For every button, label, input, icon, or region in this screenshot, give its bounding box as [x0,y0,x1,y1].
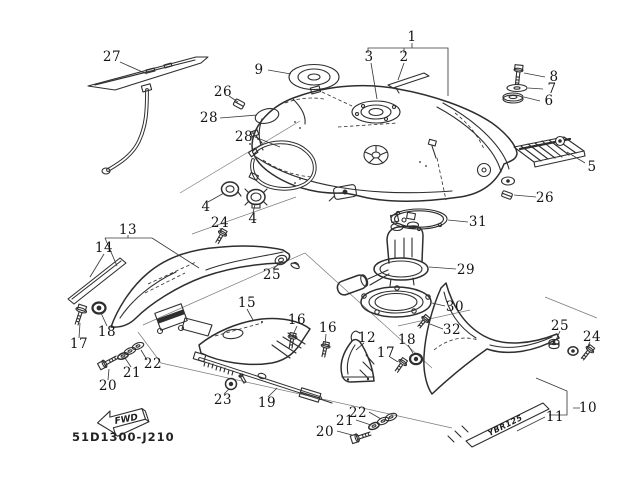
part-17-bolt-right [394,356,409,373]
part-number-label: 21 [335,413,355,429]
leader-lines [78,43,591,436]
part-number-label: 28 [234,129,254,145]
part-number-label: 20 [98,378,118,394]
part-4-damper-b [244,188,268,209]
group-frame-lines [137,120,598,429]
part-2-stay [387,72,430,94]
part-number-label: 18 [397,332,417,348]
part-4-damper-a [220,181,242,197]
part-26-clip-right [501,190,513,200]
part-number-label: 14 [94,240,114,256]
part-number-label: 26 [213,84,233,100]
part-number-label: 21 [122,365,142,381]
part-12-bracket [340,330,375,383]
part-14-strip [67,257,127,305]
tank-sender-detail [427,138,447,201]
part-27-bracket-tube [87,56,209,175]
part-16-bolt-b [320,340,331,358]
part-number-label: 3 [364,49,374,65]
fwd-arrow: FWD [96,408,150,437]
part-number-label: 32 [442,322,462,338]
part-number-label: 2 [399,49,409,65]
part-30-retainer-ring [360,285,432,318]
part-number-label: 22 [348,405,368,421]
part-5-rubber-pad [513,135,586,168]
emblem-text: YBR125 [486,413,524,438]
part-number-label: 31 [468,214,488,230]
part-number-label: 15 [237,295,257,311]
part-number-label: 13 [118,222,138,238]
part-32-bolt [417,313,431,329]
part-26-clip-top [232,98,246,110]
part-number-label: 24 [210,215,230,231]
part-25-clamp [274,254,300,270]
part-number-label: 4 [201,199,211,215]
part-15-panel [198,317,311,366]
part-number-label: 26 [535,190,555,206]
part-8-bolt [513,64,524,85]
part-13-side-cover-left [110,245,291,337]
part-9-fuel-cap [288,63,340,95]
part-23-grommet [224,373,247,391]
part-number-label: 16 [318,320,338,336]
part-21-washer-bottom [368,421,380,431]
part-number-label: 25 [550,318,570,334]
part-28-hose [248,129,317,191]
part-10-side-cover-right [423,282,560,443]
part-number-label: 30 [445,299,465,315]
right-cover-grommet [567,346,579,356]
part-number-label: 12 [357,330,377,346]
part-24-bolt-right [580,344,596,361]
part-number-label: 16 [287,312,307,328]
part-number-label: 29 [456,262,476,278]
part-25-nut-right [548,338,560,350]
part-16-bolt-a [287,332,298,349]
part-7-washer [506,83,528,93]
part-28-grommet [254,108,280,124]
part-number-label: 7 [547,81,557,97]
part-number-label: 10 [578,400,598,416]
part-number-label: 20 [315,424,335,440]
part-17-bolt-left [74,303,88,326]
diagram-code: 51D1300-J210 [72,430,175,444]
part-29-fuel-pump [336,211,429,296]
part-18-grommet-left [91,301,107,315]
part-22-washers-left [123,341,145,356]
part-number-label: 5 [587,159,597,175]
part-number-label: 11 [545,409,565,425]
part-number-label: 17 [69,336,89,352]
part-number-label: 19 [257,395,277,411]
part-19-stay-rod [192,351,333,404]
tank-rosette [363,144,389,166]
part-11-emblem: YBR125 [465,402,550,448]
fuel-tank [249,84,518,202]
part-number-label: 28 [199,110,219,126]
part-number-label: 22 [143,356,163,372]
part-number-label: 8 [549,69,559,85]
part-number-label: 4 [248,211,258,227]
part-number-label: 6 [544,93,554,109]
part-number-label: 1 [407,29,417,45]
part-number-label: 9 [254,62,264,78]
part-number-label: 18 [97,324,117,340]
tank-spot-welds [249,121,427,184]
part-20-bolt-left [96,355,119,371]
part-number-label: 25 [262,267,282,283]
part-number-label: 24 [582,329,602,345]
filler-neck [351,100,401,124]
part-number-label: 27 [102,49,122,65]
tank-bottom-bracket [328,184,357,202]
fwd-text: FWD [114,413,140,427]
part-number-label: 17 [376,345,396,361]
part-number-label: 23 [213,392,233,408]
part-21-washer-left [116,352,130,360]
part-18-grommet-right [408,352,424,366]
part-20-bolt-bottom [349,431,372,445]
part-6-damper [502,92,524,104]
